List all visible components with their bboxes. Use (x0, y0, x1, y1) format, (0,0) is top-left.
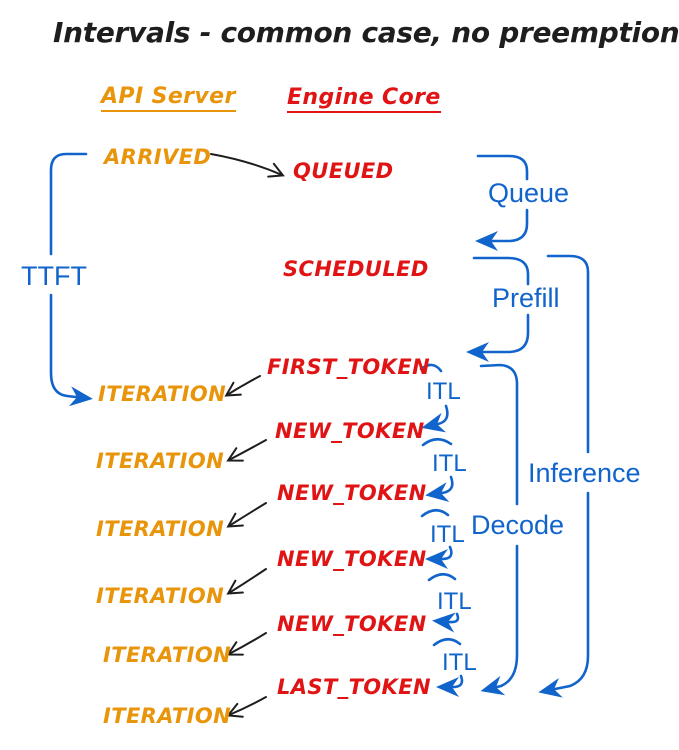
event-scheduled: SCHEDULED (283, 257, 429, 281)
arrow-new-token2-to-iteration (226, 502, 267, 528)
event-iteration-2: ITERATION (96, 449, 225, 473)
column-header-api-server: API Server (101, 84, 236, 113)
itl-connector-4 (427, 572, 460, 633)
event-new-token-2: NEW_TOKEN (277, 481, 427, 505)
event-iteration-5: ITERATION (103, 643, 232, 667)
prefill-bracket (466, 256, 530, 362)
decode-bracket (479, 363, 519, 696)
event-arrived: ARRIVED (104, 145, 212, 169)
itl-connector-2 (421, 437, 454, 503)
event-iteration-3: ITERATION (96, 517, 225, 541)
interval-label-itl-4: ITL (437, 588, 472, 615)
event-iteration-1: ITERATION (98, 382, 227, 406)
interval-label-itl-3: ITL (430, 521, 465, 548)
itl-connector-3 (420, 508, 453, 569)
interval-label-prefill: Prefill (492, 283, 560, 313)
arrow-first-token-to-iteration (224, 375, 261, 397)
interval-label-inference: Inference (528, 458, 641, 488)
arrow-new-token4-to-iteration (226, 632, 267, 656)
event-new-token-3: NEW_TOKEN (277, 547, 427, 571)
inference-bracket (538, 254, 590, 698)
ttft-bracket (49, 152, 93, 407)
itl-connector-1 (419, 363, 449, 433)
interval-label-queue: Queue (488, 178, 570, 208)
event-iteration-6: ITERATION (103, 704, 232, 728)
interval-label-itl-5: ITL (442, 649, 477, 676)
event-last-token: LAST_TOKEN (277, 675, 431, 699)
interval-label-decode: Decode (471, 510, 565, 540)
interval-label-ttft: TTFT (21, 261, 87, 291)
arrow-last-token-to-iteration (226, 696, 267, 718)
arrow-new-token1-to-iteration (226, 439, 267, 462)
column-header-engine-core: Engine Core (287, 85, 441, 114)
itl-connector-5 (432, 637, 464, 697)
event-iteration-4: ITERATION (96, 584, 225, 608)
queue-bracket (475, 154, 529, 251)
event-first-token: FIRST_TOKEN (267, 355, 431, 379)
arrow-arrived-to-queued (210, 153, 285, 178)
event-queued: QUEUED (293, 159, 394, 183)
interval-label-itl-2: ITL (432, 450, 467, 477)
interval-label-itl-1: ITL (426, 378, 461, 405)
diagram-title: Intervals - common case, no preemptions (53, 16, 679, 49)
arrow-new-token3-to-iteration (226, 568, 267, 595)
event-new-token-4: NEW_TOKEN (277, 612, 427, 636)
event-new-token-1: NEW_TOKEN (275, 419, 425, 443)
